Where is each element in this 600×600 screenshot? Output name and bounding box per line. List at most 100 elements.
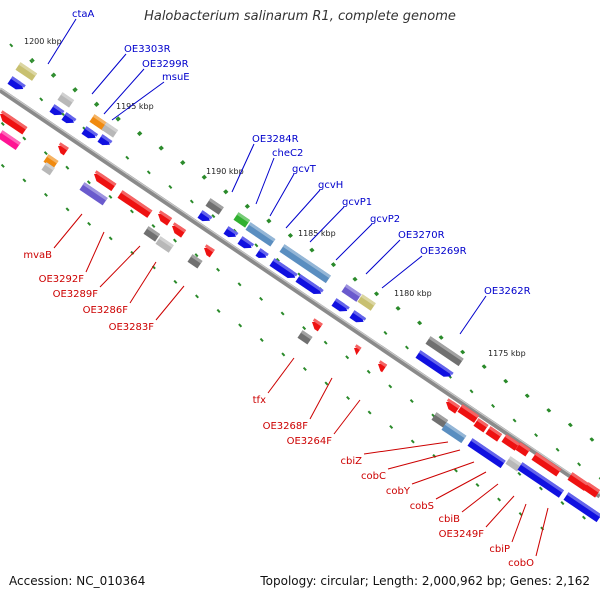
gene-body (0, 130, 21, 151)
gene-body (43, 154, 59, 169)
gene-feature (583, 482, 600, 498)
scale-tick (224, 189, 229, 194)
reverse-gene-label: cbiZ (341, 456, 363, 467)
gene-shade (92, 114, 108, 126)
gene-feature (501, 434, 520, 451)
gene-shade (236, 212, 251, 223)
gene-feature (94, 170, 117, 192)
gene-shade (298, 274, 324, 293)
reverse-gene-label: cobO (508, 558, 534, 569)
gene-shade (82, 182, 108, 201)
scale-tick (72, 88, 77, 93)
label-leader (85, 231, 105, 273)
scale-tick (216, 267, 221, 272)
gene-feature (563, 492, 600, 523)
label-leader (103, 68, 145, 115)
gene-body (101, 122, 119, 138)
gene-feature (58, 142, 69, 156)
scale-tick (310, 247, 315, 252)
scale-tick (546, 408, 551, 413)
gene-body (223, 226, 236, 238)
gene-body (517, 462, 564, 498)
gene-body (79, 182, 108, 206)
gene-shade (434, 412, 449, 423)
gene-feature (279, 244, 331, 284)
forward-gene-label: OE3270R (398, 230, 445, 241)
gene-shade (104, 122, 119, 133)
scale-tick (29, 59, 34, 64)
scale-tick (389, 424, 394, 430)
scale-tick (538, 486, 543, 491)
gene-feature (187, 254, 203, 269)
gene-feature (89, 114, 108, 131)
gene-shade (240, 236, 255, 247)
gene-feature (349, 310, 367, 323)
gene-body (279, 244, 331, 284)
gene-shade (570, 472, 590, 486)
gene-body (583, 482, 600, 498)
forward-gene-label: OE3303R (124, 44, 171, 55)
gene-shade (146, 226, 161, 237)
label-leader (435, 471, 487, 500)
gene-body (143, 226, 161, 242)
scale-tick (280, 311, 285, 316)
gene-feature (341, 284, 362, 302)
scale-tick (555, 447, 560, 452)
gene-feature (517, 462, 564, 498)
scale-tick (275, 257, 280, 262)
scale-tick (332, 262, 337, 267)
scale-tick (469, 389, 474, 394)
scale-label: 1190 kbp (206, 167, 244, 176)
gene-shade (566, 492, 600, 518)
gene-shade (204, 244, 215, 253)
scale-tick (73, 87, 78, 92)
scale-tick (30, 57, 35, 62)
scale-tick (65, 207, 70, 212)
gene-body (431, 412, 449, 428)
reverse-gene-label: cbiP (489, 544, 510, 555)
gene-body (187, 254, 203, 269)
reverse-gene-label: OE3289F (53, 289, 99, 300)
scale-tick (323, 340, 328, 345)
scale-tick (475, 483, 480, 488)
gene-feature (357, 294, 376, 311)
scale-tick (60, 111, 65, 116)
label-leader (255, 157, 275, 205)
reverse-gene-label: OE3264F (287, 436, 333, 447)
gene-shade (18, 62, 38, 76)
scale-tick (525, 393, 530, 398)
scale-tick (238, 323, 243, 328)
reverse-gene-label: OE3249F (439, 529, 485, 540)
gene-body (485, 426, 503, 442)
scale-tick (259, 337, 264, 342)
scale-tick (201, 175, 206, 180)
gene-feature (446, 398, 461, 414)
label-leader (535, 507, 549, 557)
scale-tick (438, 335, 443, 340)
label-leader (47, 18, 77, 65)
forward-gene-label: gcvH (318, 180, 343, 191)
gene-body (97, 134, 110, 146)
gene-shade (488, 426, 503, 437)
gene-body (441, 422, 467, 444)
label-leader (269, 173, 295, 217)
gene-shade (344, 284, 362, 297)
gene-shade (378, 360, 388, 368)
forward-gene-label: OE3299R (142, 59, 189, 70)
gene-shade (428, 336, 464, 362)
gene-feature (49, 104, 65, 116)
gene-shade (120, 190, 153, 213)
gene-body (515, 442, 531, 457)
accession-text: Accession: NC_010364 (9, 574, 146, 588)
gene-shade (352, 310, 367, 321)
gene-feature (41, 162, 55, 176)
gene-feature (441, 422, 467, 444)
genome-title: Halobacterium salinarum R1, complete gen… (144, 9, 456, 24)
label-leader (485, 495, 515, 528)
gene-body (425, 336, 464, 367)
scale-label: 1195 kbp (116, 102, 154, 111)
scale-tick (172, 238, 177, 243)
scale-tick (158, 146, 163, 151)
scale-tick (136, 132, 141, 137)
gene-feature (204, 244, 215, 258)
